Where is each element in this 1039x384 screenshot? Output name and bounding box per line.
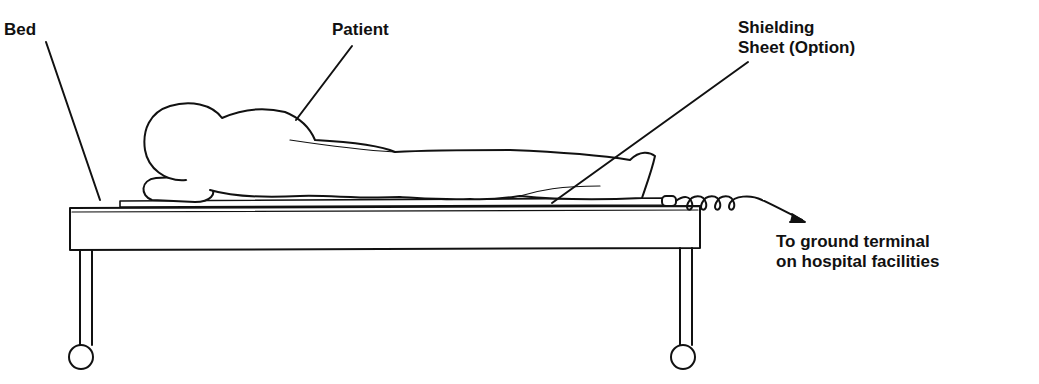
bed-wheel (671, 345, 695, 369)
patient-label: Patient (332, 20, 422, 40)
ground-wire (676, 196, 802, 220)
patient-leg (520, 186, 600, 196)
bed-label: Bed (4, 20, 64, 40)
bed-wheel (69, 345, 93, 369)
ground-label: To ground terminal on hospital facilitie… (776, 232, 1016, 272)
bed-leg (80, 250, 92, 345)
bed-leg (680, 248, 692, 345)
patient-arm (290, 140, 395, 152)
leader-line (296, 46, 352, 120)
sheet-label: Shielding Sheet (Option) (738, 18, 888, 58)
leader-line (552, 62, 748, 203)
ground-clip (662, 196, 676, 206)
bed-frame (70, 206, 700, 250)
arrowhead (790, 214, 805, 222)
bed-edge (72, 210, 698, 212)
leader-line (46, 42, 100, 200)
